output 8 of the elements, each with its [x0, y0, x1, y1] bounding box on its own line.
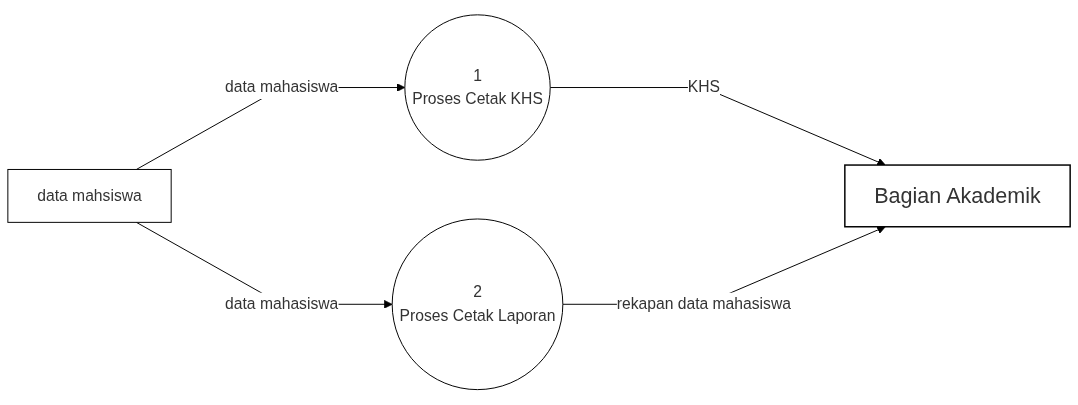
node-circle: 2 Proses Cetak Laporan	[391, 218, 564, 391]
node-circle: 1 Proses Cetak KHS	[404, 14, 551, 161]
edge-label: KHS	[687, 78, 720, 96]
edge-label: data mahasiswa	[225, 295, 339, 313]
node-box: Bagian Akademik	[844, 164, 1071, 228]
edge-label: data mahasiswa	[225, 78, 339, 96]
node-box: data mahsiswa	[7, 169, 172, 224]
edge-label: rekapan data mahasiswa	[616, 295, 791, 313]
